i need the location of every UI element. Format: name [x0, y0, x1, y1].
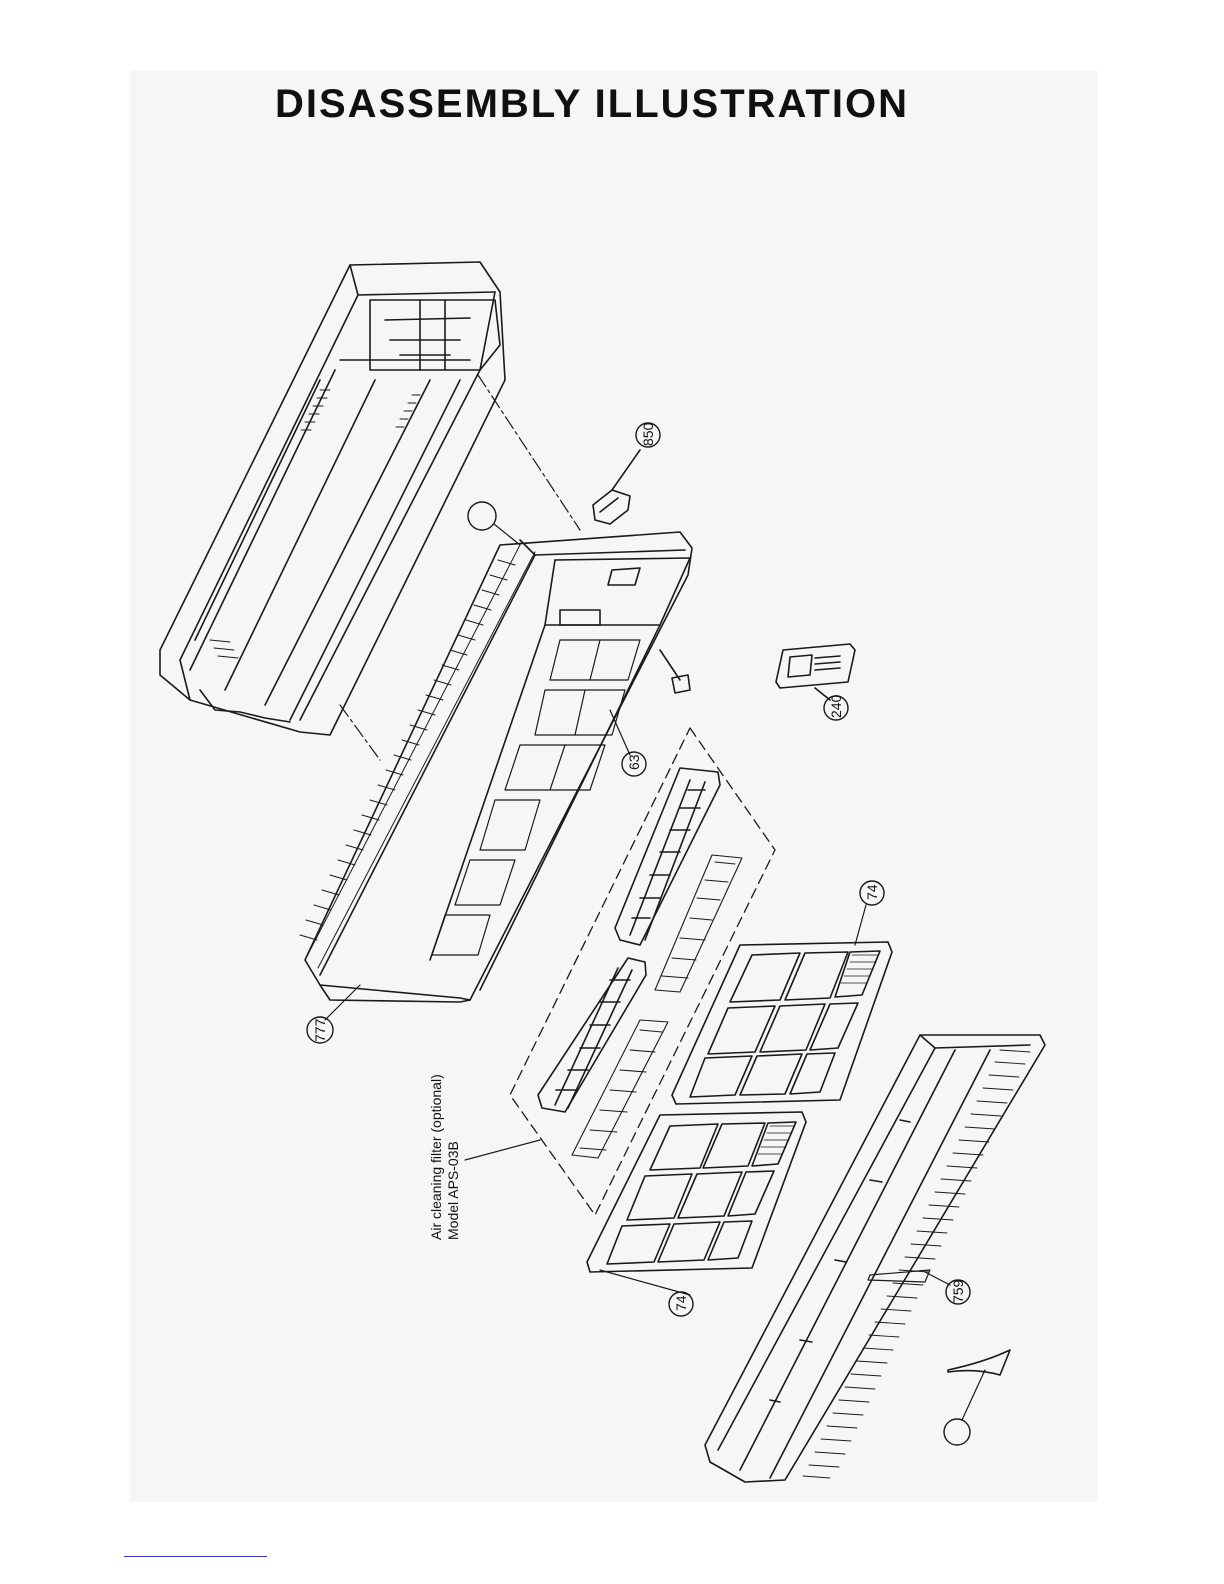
- callout-74-lower: 74: [673, 1295, 689, 1311]
- mesh-pattern: [841, 955, 878, 983]
- callout-240: 240: [828, 694, 844, 718]
- leader-line: [925, 1272, 950, 1285]
- curved-trim-part: [948, 1350, 1010, 1420]
- assembly-line: [340, 705, 380, 760]
- leader-line: [465, 1140, 540, 1160]
- mesh-pattern: [758, 1126, 794, 1154]
- filter-pads: [572, 855, 742, 1158]
- air-filter-upper: [672, 942, 892, 1104]
- filter-note-line2: Model APS-03B: [445, 1141, 461, 1240]
- callout-759: 759: [950, 1279, 966, 1303]
- clip-part: [593, 450, 640, 524]
- grille-vanes: [803, 1050, 1030, 1478]
- leader-line: [325, 985, 360, 1020]
- rear-chassis: [160, 262, 505, 735]
- leader-line: [494, 524, 520, 545]
- callout-850: 850: [640, 422, 656, 446]
- leader-line: [855, 905, 866, 945]
- leader-line: [600, 1270, 690, 1295]
- remote-control: [776, 644, 855, 700]
- filter-note-line1: Air cleaning filter (optional): [428, 1074, 444, 1240]
- face-panels: [432, 640, 640, 955]
- footer-rule: [124, 1556, 267, 1557]
- callout-777: 777: [312, 1018, 328, 1042]
- callout-63: 63: [626, 754, 642, 770]
- screw: [660, 650, 690, 693]
- air-filter-lower: [587, 1112, 806, 1272]
- callout-circle-empty: [944, 1419, 970, 1445]
- optional-filter-boundary: [510, 728, 775, 1215]
- air-cleaning-filter-cartridges: [538, 768, 720, 1112]
- callout-circle-empty: [468, 502, 496, 530]
- callout-74-upper: 74: [864, 884, 880, 900]
